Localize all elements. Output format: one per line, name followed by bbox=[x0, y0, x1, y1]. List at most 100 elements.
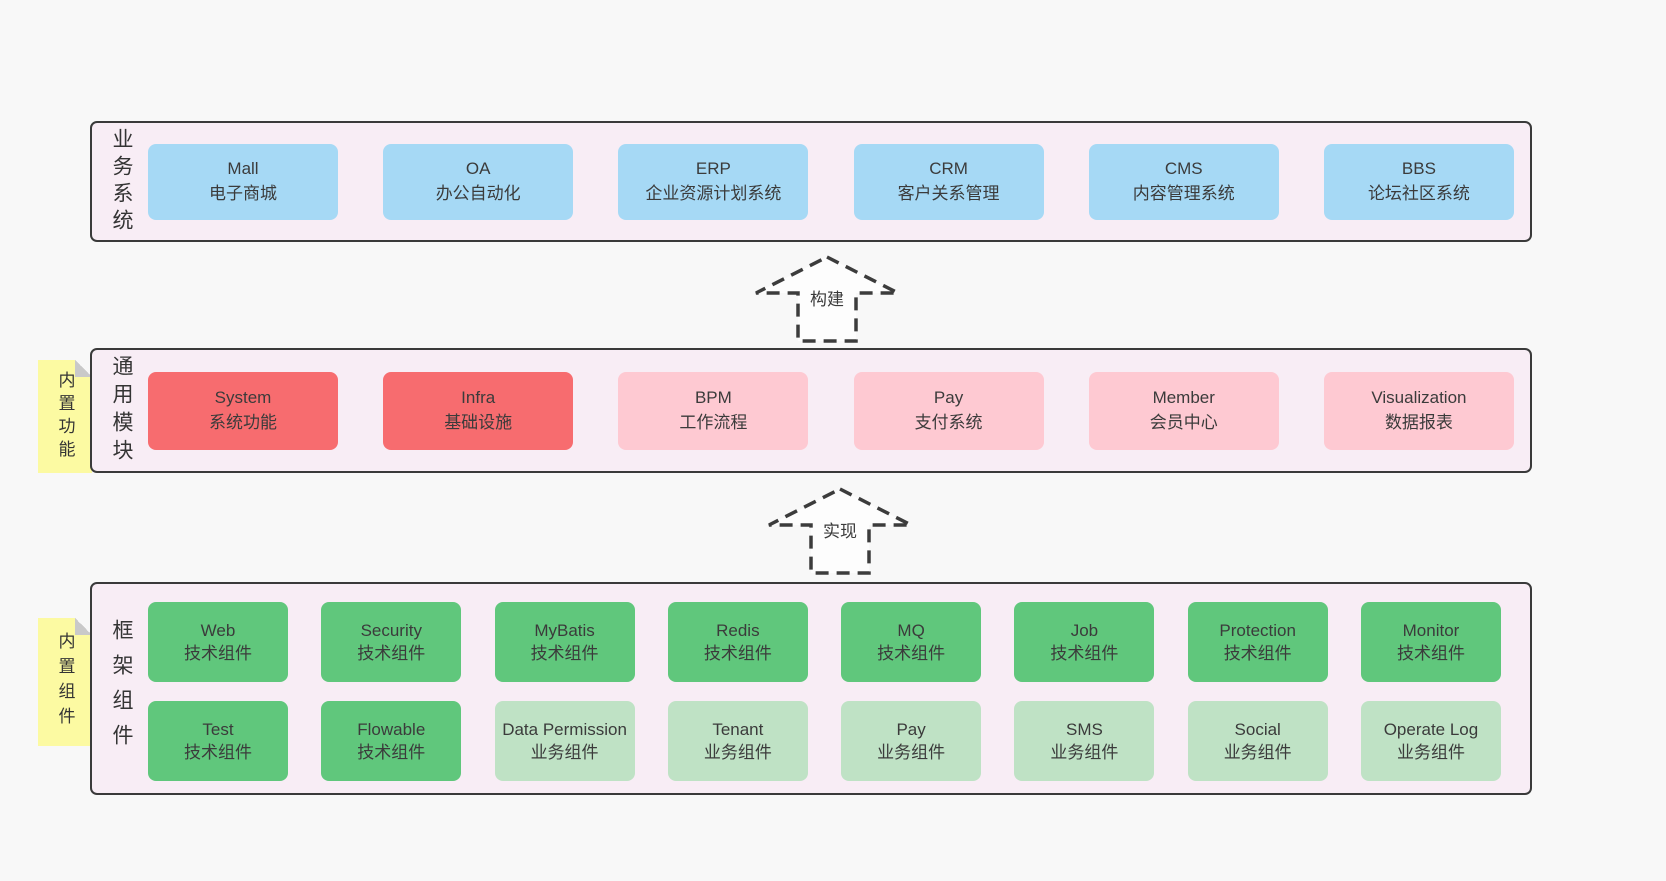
box-desc: 会员中心 bbox=[1149, 412, 1218, 432]
band-side-label-wrap: 框架组件 bbox=[94, 584, 148, 793]
box-infra: Infra 基础设施 bbox=[383, 371, 574, 450]
box-cms: CMS 内容管理系统 bbox=[1088, 143, 1279, 220]
box-desc: 基础设施 bbox=[444, 412, 513, 432]
box-desc: 客户关系管理 bbox=[897, 183, 1000, 203]
box-name: Security bbox=[360, 620, 422, 640]
box-name: Redis bbox=[716, 620, 760, 640]
box-name: Pay bbox=[933, 387, 964, 407]
band-common-modules: 通用模块 System 系统功能 Infra 基础设施 BPM 工作流程 Pay… bbox=[90, 348, 1532, 473]
box-security: Security 技术组件 bbox=[321, 602, 462, 682]
box-desc: 系统功能 bbox=[209, 412, 277, 432]
business-box-row: Mall 电子商城 OA 办公自动化 ERP 企业资源计划系统 CRM 客户关系… bbox=[148, 123, 1514, 240]
box-desc: 技术组件 bbox=[184, 644, 252, 663]
box-name: Job bbox=[1070, 620, 1099, 640]
box-name: Mall bbox=[227, 158, 259, 178]
box-sms: SMS 业务组件 bbox=[1014, 701, 1155, 781]
band-business-systems: 业务系统 Mall 电子商城 OA 办公自动化 ERP 企业资源计划系统 CRM… bbox=[90, 121, 1532, 242]
box-desc: 业务组件 bbox=[530, 743, 599, 762]
box-name: CRM bbox=[929, 158, 968, 178]
box-test: Test 技术组件 bbox=[148, 701, 288, 781]
box-desc: 工作流程 bbox=[679, 412, 748, 432]
band-framework-components: 框架组件 Web 技术组件 Security 技术组件 MyBatis 技术组件… bbox=[90, 582, 1532, 795]
box-desc: 业务组件 bbox=[1050, 743, 1119, 762]
box-name: Infra bbox=[461, 387, 496, 407]
box-bbs: BBS 论坛社区系统 bbox=[1323, 143, 1514, 220]
box-job: Job 技术组件 bbox=[1014, 602, 1155, 682]
box-pay: Pay 支付系统 bbox=[853, 371, 1044, 450]
box-mall: Mall 电子商城 bbox=[148, 143, 338, 220]
box-desc: 内容管理系统 bbox=[1132, 183, 1235, 203]
box-desc: 技术组件 bbox=[1396, 644, 1465, 663]
sticky-tab-built-in-features: 内置功能 bbox=[38, 360, 92, 473]
box-oa: OA 办公自动化 bbox=[383, 143, 574, 220]
box-protection: Protection 技术组件 bbox=[1187, 602, 1328, 682]
box-crm: CRM 客户关系管理 bbox=[853, 143, 1044, 220]
box-desc: 业务组件 bbox=[703, 743, 772, 762]
sticky-tab-label: 内置组件 bbox=[55, 632, 75, 732]
box-member: Member 会员中心 bbox=[1088, 371, 1279, 450]
box-social: Social 业务组件 bbox=[1187, 701, 1328, 781]
box-name: OA bbox=[465, 158, 491, 178]
box-desc: 电子商城 bbox=[209, 183, 277, 203]
sticky-tab-label: 内置功能 bbox=[55, 370, 75, 463]
box-name: Web bbox=[200, 620, 236, 640]
box-desc: 技术组件 bbox=[530, 644, 599, 663]
box-operate-log: Operate Log 业务组件 bbox=[1360, 701, 1501, 781]
box-erp: ERP 企业资源计划系统 bbox=[618, 143, 809, 220]
box-flowable: Flowable 技术组件 bbox=[321, 701, 462, 781]
box-name: ERP bbox=[695, 158, 731, 178]
box-system: System 系统功能 bbox=[148, 371, 338, 450]
implement-arrow: 实现 bbox=[765, 486, 915, 576]
box-mybatis: MyBatis 技术组件 bbox=[494, 602, 635, 682]
box-desc: 业务组件 bbox=[1223, 743, 1292, 762]
box-name: MQ bbox=[897, 620, 925, 640]
box-monitor: Monitor 技术组件 bbox=[1360, 602, 1501, 682]
box-desc: 技术组件 bbox=[1050, 644, 1119, 663]
box-name: SMS bbox=[1065, 719, 1103, 739]
band-title: 业务系统 bbox=[110, 127, 133, 236]
box-name: Tenant bbox=[712, 719, 764, 739]
box-desc: 技术组件 bbox=[703, 644, 772, 663]
box-visualization: Visualization 数据报表 bbox=[1323, 371, 1514, 450]
box-desc: 数据报表 bbox=[1384, 412, 1453, 432]
box-desc: 技术组件 bbox=[877, 644, 946, 663]
box-desc: 技术组件 bbox=[184, 743, 252, 762]
box-bpm: BPM 工作流程 bbox=[618, 371, 809, 450]
box-name: System bbox=[214, 387, 272, 407]
component-box-row-1: Web 技术组件 Security 技术组件 MyBatis 技术组件 Redi… bbox=[148, 602, 1501, 682]
box-desc: 业务组件 bbox=[1396, 743, 1465, 762]
box-desc: 技术组件 bbox=[1223, 644, 1292, 663]
box-tenant: Tenant 业务组件 bbox=[667, 701, 808, 781]
box-name: Pay bbox=[896, 719, 926, 739]
box-name: Monitor bbox=[1402, 620, 1460, 640]
box-name: Member bbox=[1152, 387, 1215, 407]
box-desc: 技术组件 bbox=[357, 644, 426, 663]
box-desc: 企业资源计划系统 bbox=[645, 183, 782, 203]
box-desc: 论坛社区系统 bbox=[1367, 183, 1470, 203]
box-name: Visualization bbox=[1371, 387, 1467, 407]
sticky-tab-built-in-components: 内置组件 bbox=[38, 618, 92, 746]
box-name: Test bbox=[202, 719, 234, 739]
box-desc: 业务组件 bbox=[877, 743, 946, 762]
box-redis: Redis 技术组件 bbox=[667, 602, 808, 682]
box-name: Data Permission bbox=[502, 719, 627, 739]
box-data-permission: Data Permission 业务组件 bbox=[494, 701, 635, 781]
box-name: Flowable bbox=[357, 719, 426, 739]
module-box-row: System 系统功能 Infra 基础设施 BPM 工作流程 Pay 支付系统… bbox=[148, 350, 1514, 471]
box-name: Operate Log bbox=[1383, 719, 1479, 739]
box-desc: 支付系统 bbox=[914, 412, 983, 432]
box-mq: MQ 技术组件 bbox=[841, 602, 982, 682]
build-arrow-label: 构建 bbox=[807, 285, 847, 310]
box-web: Web 技术组件 bbox=[148, 602, 288, 682]
box-name: BPM bbox=[694, 387, 732, 407]
box-desc: 办公自动化 bbox=[435, 183, 521, 203]
build-arrow: 构建 bbox=[752, 254, 902, 344]
implement-arrow-label: 实现 bbox=[820, 517, 860, 542]
box-name: Social bbox=[1234, 719, 1281, 739]
band-side-label-wrap: 业务系统 bbox=[94, 123, 148, 240]
band-title: 通用模块 bbox=[110, 354, 133, 467]
component-box-row-2: Test 技术组件 Flowable 技术组件 Data Permission … bbox=[148, 701, 1501, 781]
band-title: 框架组件 bbox=[110, 618, 133, 759]
box-name: MyBatis bbox=[534, 620, 595, 640]
